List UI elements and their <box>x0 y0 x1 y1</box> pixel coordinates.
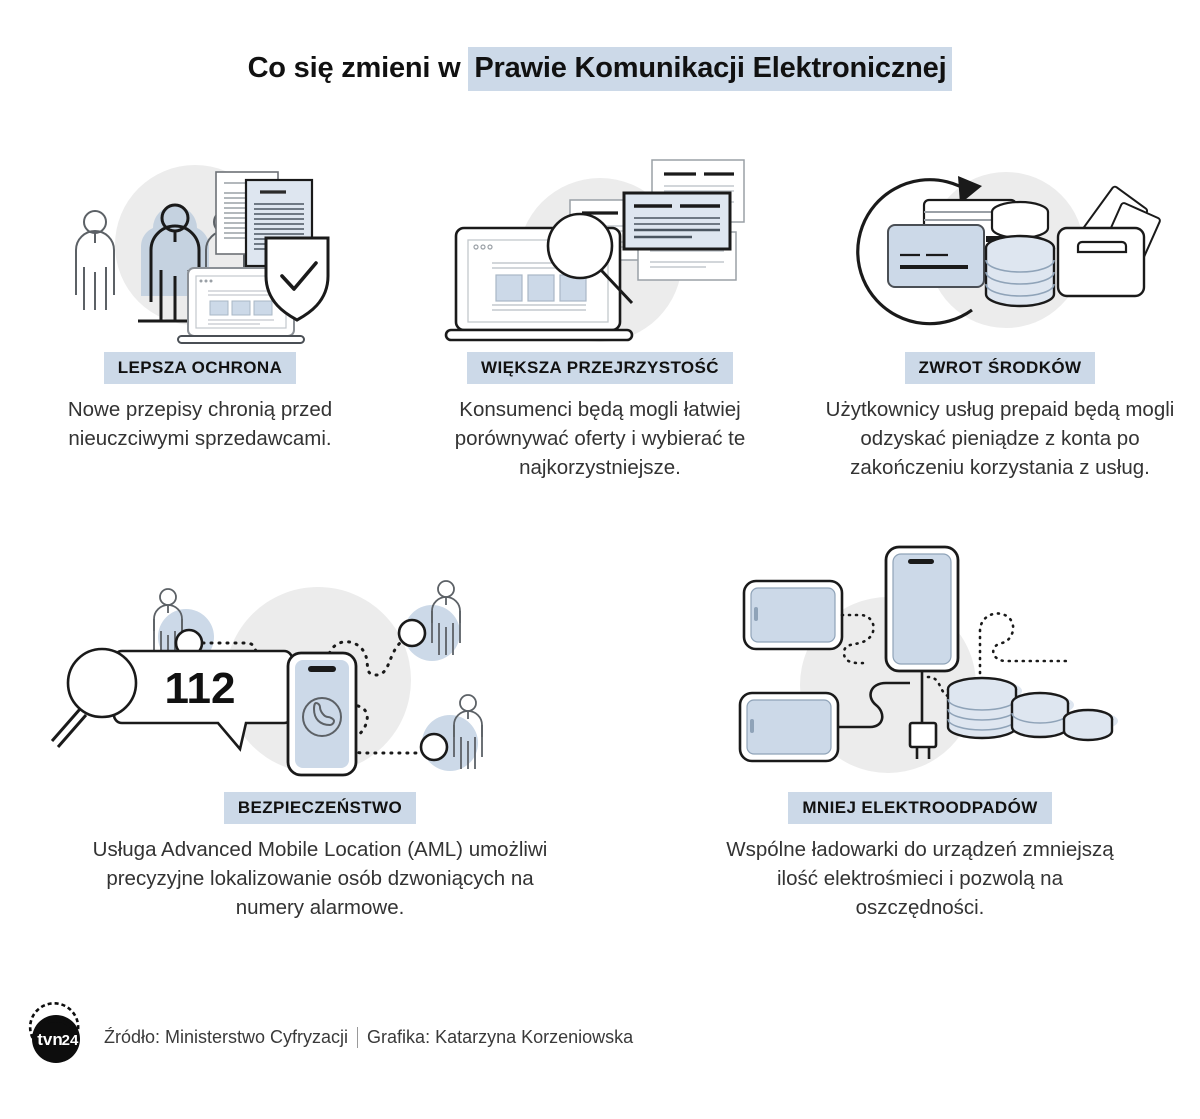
card-badge: ZWROT ŚRODKÓW <box>904 352 1096 384</box>
title-highlight: Prawie Komunikacji Elektronicznej <box>468 47 953 91</box>
card-badge: MNIEJ ELEKTROODPADÓW <box>788 792 1052 824</box>
logo-text-main: tvn <box>37 1030 63 1049</box>
card-badge: WIĘKSZA PRZEJRZYSTOŚĆ <box>467 352 733 384</box>
card-lepsza-ochrona: LEPSZA OCHRONA Nowe przepisy chronią prz… <box>0 150 400 482</box>
page-title: Co się zmieni w Prawie Komunikacji Elekt… <box>0 47 1200 91</box>
credit-line: Źródło: Ministerstwo Cyfryzacji Grafika:… <box>104 1026 634 1048</box>
card-description: Nowe przepisy chronią przed nieuczciwymi… <box>67 398 333 451</box>
graphics-text: Grafika: Katarzyna Korzeniowska <box>367 1026 634 1047</box>
source-text: Źródło: Ministerstwo Cyfryzacji <box>104 1026 349 1047</box>
card-zwrot-srodkow: ZWROT ŚRODKÓW Użytkownicy usług prepaid … <box>800 150 1200 482</box>
badge-wrap: BEZPIECZEŃSTWO <box>223 792 417 824</box>
badge-wrap: MNIEJ ELEKTROODPADÓW <box>788 792 1052 824</box>
tvn24-logo: tvn 24 <box>28 1002 88 1066</box>
laptop-magnifier-offers-icon <box>420 150 780 355</box>
card-description: Usługa Advanced Mobile Location (AML) um… <box>92 838 548 920</box>
card-description: Konsumenci będą mogli łatwiej porównywać… <box>454 398 746 480</box>
chargers-devices-coins-icon <box>720 545 1120 795</box>
logo-text-sub: 24 <box>62 1032 79 1049</box>
cards-row-2: 112 <box>0 545 1200 922</box>
title-lead: Co się zmieni w <box>247 52 469 84</box>
cards-row-1: LEPSZA OCHRONA Nowe przepisy chronią prz… <box>0 150 1200 482</box>
card-mniej-elektroodpadow: MNIEJ ELEKTROODPADÓW Wspólne ładowarki d… <box>640 545 1200 922</box>
card-wieksza-przejrzystosc: WIĘKSZA PRZEJRZYSTOŚĆ Konsumenci będą mo… <box>400 150 800 482</box>
credit-divider <box>357 1026 359 1048</box>
card-description: Wspólne ładowarki do urządzeń zmniejszą … <box>726 838 1114 920</box>
card-description: Użytkownicy usług prepaid będą mogli odz… <box>825 398 1175 480</box>
people-document-shield-icon <box>20 150 380 355</box>
refund-cards-coins-wallet-icon <box>820 150 1180 355</box>
badge-wrap: WIĘKSZA PRZEJRZYSTOŚĆ <box>467 352 733 384</box>
emergency-call-location-icon: 112 <box>50 545 590 795</box>
badge-wrap: ZWROT ŚRODKÓW <box>904 352 1096 384</box>
badge-wrap: LEPSZA OCHRONA <box>103 352 297 384</box>
card-badge: BEZPIECZEŃSTWO <box>223 792 417 824</box>
footer: tvn 24 Źródło: Ministerstwo Cyfryzacji G… <box>28 1002 634 1066</box>
card-badge: LEPSZA OCHRONA <box>103 352 297 384</box>
card-bezpieczenstwo: 112 <box>0 545 640 922</box>
emergency-number-text: 112 <box>165 664 236 713</box>
